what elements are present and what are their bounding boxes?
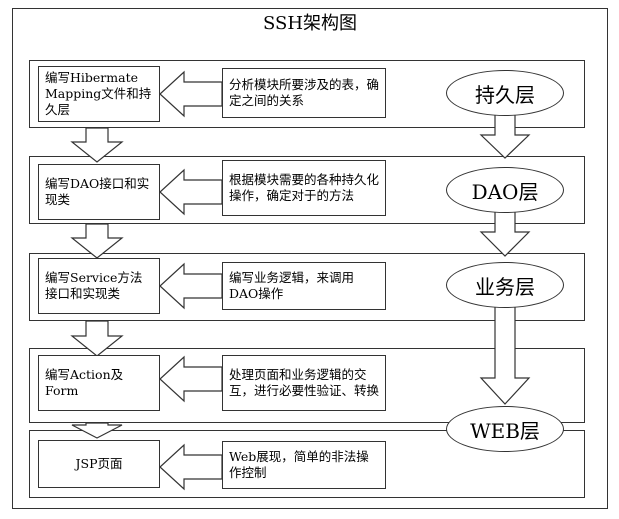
left-arrow-1 bbox=[159, 70, 223, 118]
desc-label-1: 分析模块所要涉及的表，确定之间的关系 bbox=[229, 77, 380, 108]
desc-box-5: Web展现，简单的非法操作控制 bbox=[222, 441, 386, 489]
down-arrow-1 bbox=[70, 127, 124, 163]
task-box-5: JSP页面 bbox=[38, 440, 160, 488]
task-box-2: 编写DAO接口和实现类 bbox=[38, 164, 160, 220]
layer-business: 业务层 bbox=[446, 262, 564, 308]
layer-web: WEB层 bbox=[446, 406, 564, 452]
down-arrow-3 bbox=[70, 320, 124, 357]
task-label-3: 编写Service方法接口和实现类 bbox=[45, 270, 143, 301]
left-arrow-4 bbox=[159, 355, 223, 403]
layer-label-4: WEB层 bbox=[470, 418, 540, 443]
diagram-title: SSH架构图 bbox=[262, 13, 358, 34]
layer-arrow-3 bbox=[479, 305, 531, 405]
down-arrow-2 bbox=[70, 223, 124, 259]
left-arrow-5 bbox=[159, 443, 223, 491]
desc-label-3: 编写业务逻辑，来调用DAO操作 bbox=[229, 270, 355, 301]
layer-label-3: 业务层 bbox=[475, 274, 535, 299]
task-label-4: 编写Action及Form bbox=[45, 367, 124, 398]
layer-persistence: 持久层 bbox=[446, 70, 564, 116]
layer-label-2: DAO层 bbox=[471, 179, 539, 204]
desc-label-4: 处理页面和业务逻辑的交互，进行必要性验证、转换 bbox=[229, 367, 380, 398]
desc-box-1: 分析模块所要涉及的表，确定之间的关系 bbox=[222, 68, 386, 118]
task-box-3: 编写Service方法接口和实现类 bbox=[38, 258, 160, 314]
left-arrow-3 bbox=[159, 262, 223, 310]
task-label-2: 编写DAO接口和实现类 bbox=[45, 176, 150, 207]
diagram-frame bbox=[12, 8, 608, 509]
left-arrow-2 bbox=[159, 168, 223, 216]
down-arrow-4 bbox=[71, 422, 123, 439]
task-label-1: 编写Hibermate Mapping文件和持久层 bbox=[45, 70, 152, 117]
layer-dao: DAO层 bbox=[446, 167, 564, 213]
desc-label-5: Web展现，简单的非法操作控制 bbox=[229, 449, 369, 480]
desc-label-2: 根据模块需要的各种持久化操作，确定对于的方法 bbox=[229, 172, 380, 203]
layer-label-1: 持久层 bbox=[475, 82, 535, 107]
task-label-5: JSP页面 bbox=[75, 456, 123, 471]
task-box-4: 编写Action及Form bbox=[38, 355, 160, 411]
desc-box-2: 根据模块需要的各种持久化操作，确定对于的方法 bbox=[222, 160, 386, 216]
task-box-1: 编写Hibermate Mapping文件和持久层 bbox=[38, 66, 160, 122]
desc-box-3: 编写业务逻辑，来调用DAO操作 bbox=[222, 262, 386, 310]
layer-arrow-2 bbox=[479, 207, 531, 257]
layer-arrow-1 bbox=[479, 109, 531, 159]
desc-box-4: 处理页面和业务逻辑的交互，进行必要性验证、转换 bbox=[222, 355, 386, 411]
